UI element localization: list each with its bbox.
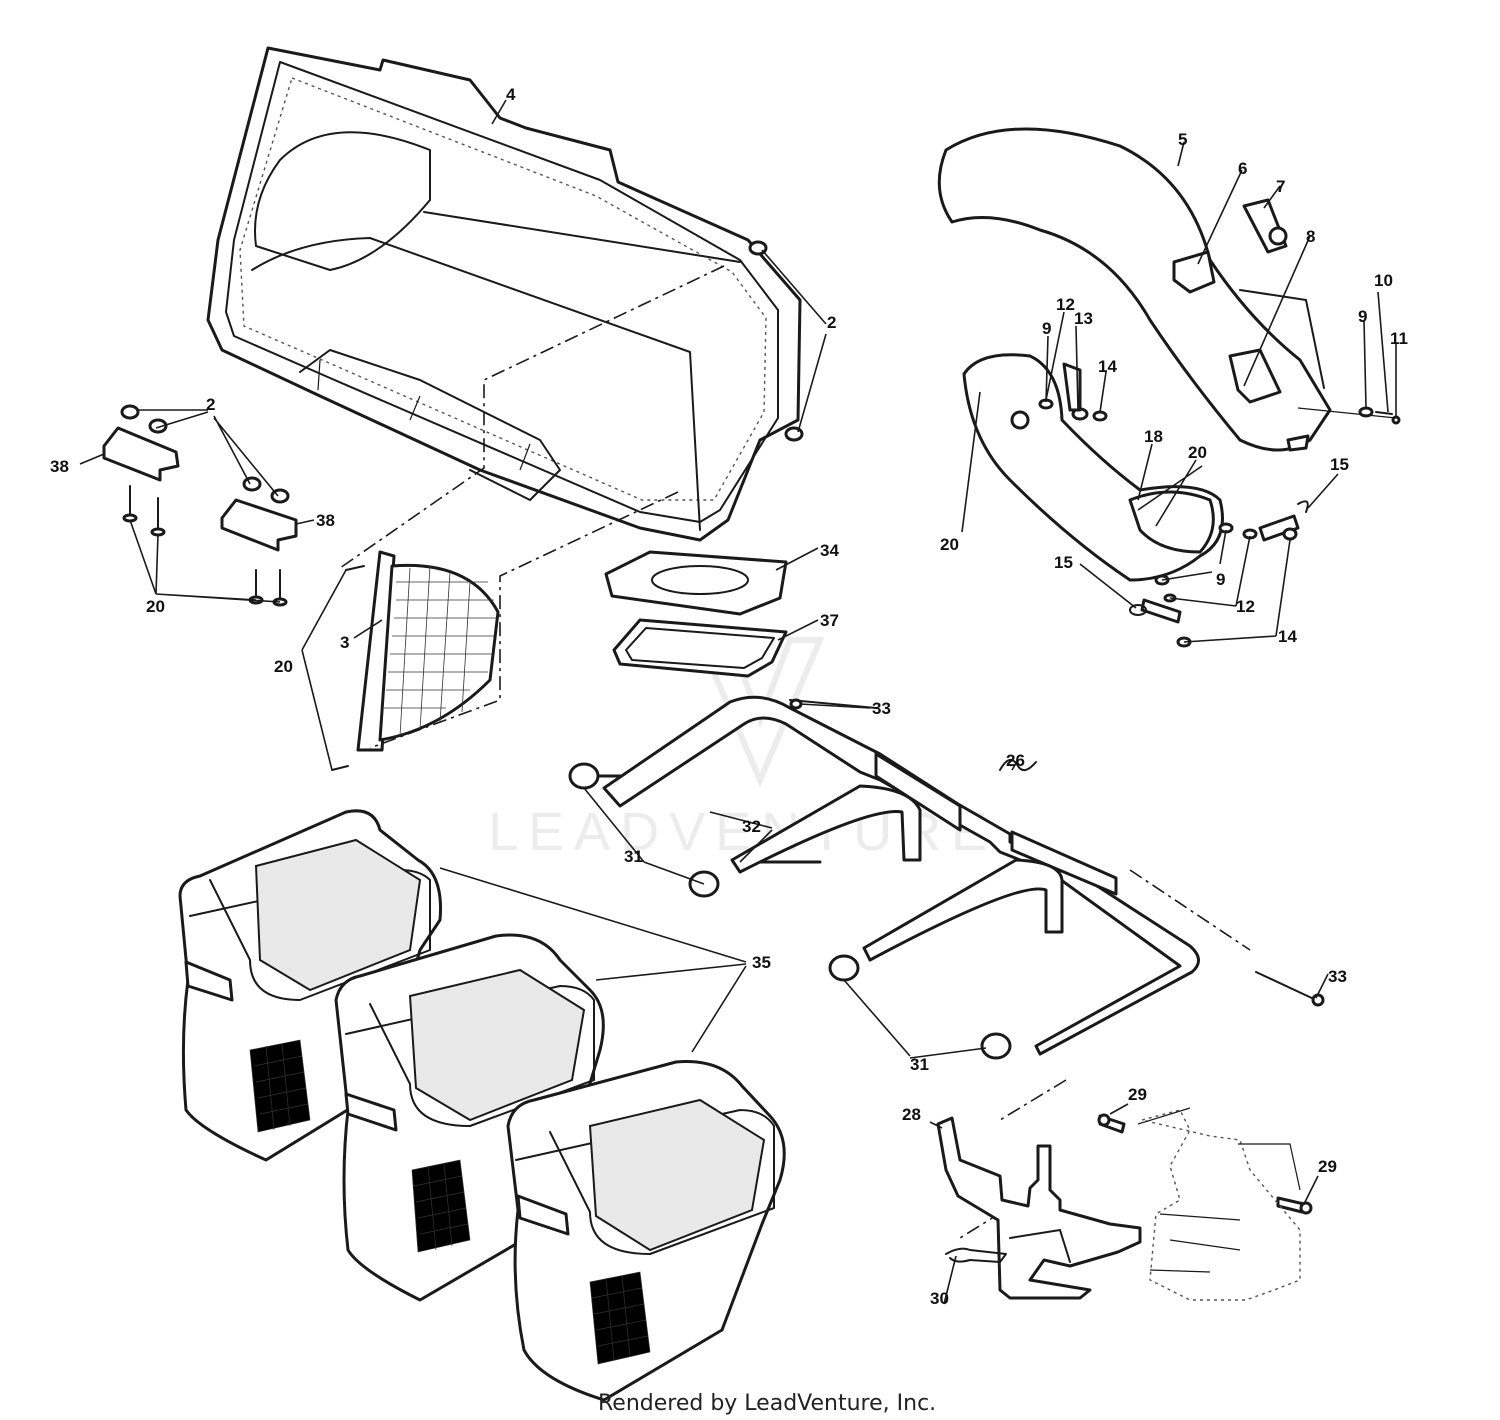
callout-12: 12 [1056,295,1075,314]
grass-bags [178,809,786,1402]
hitch-bracket [936,1107,1313,1301]
bag-frame [568,695,1325,1060]
callout-38: 38 [316,511,335,530]
callout-29: 29 [1318,1157,1337,1176]
chute-adapter [962,353,1401,648]
callout-2: 2 [206,395,215,414]
callout-33: 33 [872,699,891,718]
collector-screen [331,550,500,771]
callout-13: 13 [1074,309,1093,328]
callout-38: 38 [50,457,69,476]
callout-4: 4 [506,85,516,104]
callout-26: 26 [1006,751,1025,770]
mounting-brackets [102,404,298,607]
callout-31: 31 [624,847,643,866]
callout-14: 14 [1098,357,1117,376]
callout-35: 35 [752,953,771,972]
callout-2: 2 [827,313,836,332]
collector-top [206,46,802,542]
callout-11: 11 [1390,329,1408,348]
callout-15: 15 [1054,553,1073,572]
callout-7: 7 [1276,177,1285,196]
callout-labels: 4 2 2 38 38 20 20 3 34 37 5 6 7 8 10 9 1… [50,85,1408,1308]
callout-5: 5 [1178,130,1187,149]
callout-20: 20 [146,597,165,616]
callout-8: 8 [1306,227,1315,246]
discharge-chute [937,127,1332,452]
callout-9: 9 [1042,319,1051,338]
callout-34: 34 [820,541,839,560]
callout-10: 10 [1374,271,1393,290]
callout-9: 9 [1358,307,1367,326]
callout-28: 28 [902,1105,921,1124]
callout-15: 15 [1330,455,1349,474]
callout-14: 14 [1278,627,1297,646]
callout-20: 20 [274,657,293,676]
callout-30: 30 [930,1289,949,1308]
callout-3: 3 [340,633,349,652]
callout-6: 6 [1238,159,1247,178]
callout-20: 20 [940,535,959,554]
callout-37: 37 [820,611,839,630]
callout-33: 33 [1328,967,1347,986]
credit-text: Rendered by LeadVenture, Inc. [598,1391,936,1416]
callout-9: 9 [1216,570,1225,589]
callout-29: 29 [1128,1085,1147,1104]
callout-12: 12 [1236,597,1255,616]
callout-20: 20 [1188,443,1207,462]
callout-18: 18 [1144,427,1163,446]
callout-32: 32 [742,817,761,836]
callout-31: 31 [910,1055,929,1074]
leader-lines [79,99,1397,1305]
gasket-plate [604,550,788,678]
